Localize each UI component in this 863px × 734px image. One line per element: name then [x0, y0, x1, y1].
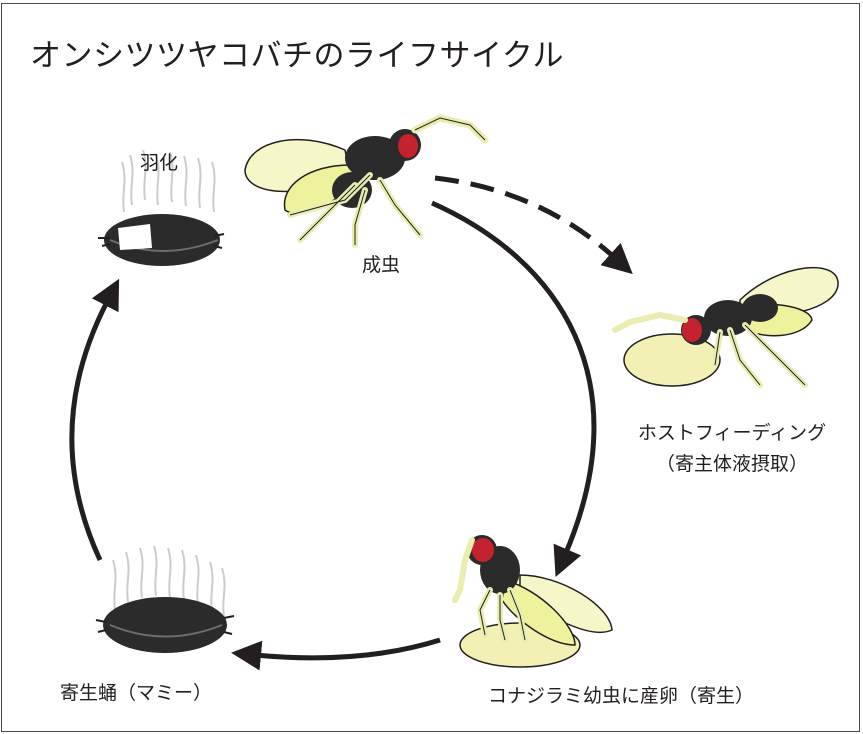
label-host-feeding-line2: （寄主体液摂取） — [655, 453, 808, 475]
figure-frame — [1, 3, 860, 732]
oviposition-illustration — [452, 535, 613, 668]
label-host-feeding-line1: ホストフィーディング — [637, 422, 827, 444]
label-adult: 成虫 — [362, 254, 401, 276]
mummy-pupa-illustration — [95, 545, 235, 653]
diagram-title: オンシツツヤコバチのライフサイクル — [30, 38, 564, 74]
label-emergence: 羽化 — [140, 152, 179, 174]
label-oviposition: コナジラミ幼虫に産卵（寄生） — [488, 685, 755, 707]
label-mummy: 寄生蛹（マミー） — [60, 682, 213, 704]
label-host-feeding: ホストフィーディング （寄主体液摂取） — [612, 418, 852, 476]
adult-wasp-illustration — [244, 114, 489, 248]
arrow-mummy-to-emergence — [69, 278, 120, 562]
emerged-pupa-illustration — [98, 149, 225, 266]
arrow-adult-to-oviposition — [430, 200, 597, 578]
arrow-oviposition-to-mummy — [231, 637, 441, 671]
host-feeding-illustration — [612, 266, 839, 388]
